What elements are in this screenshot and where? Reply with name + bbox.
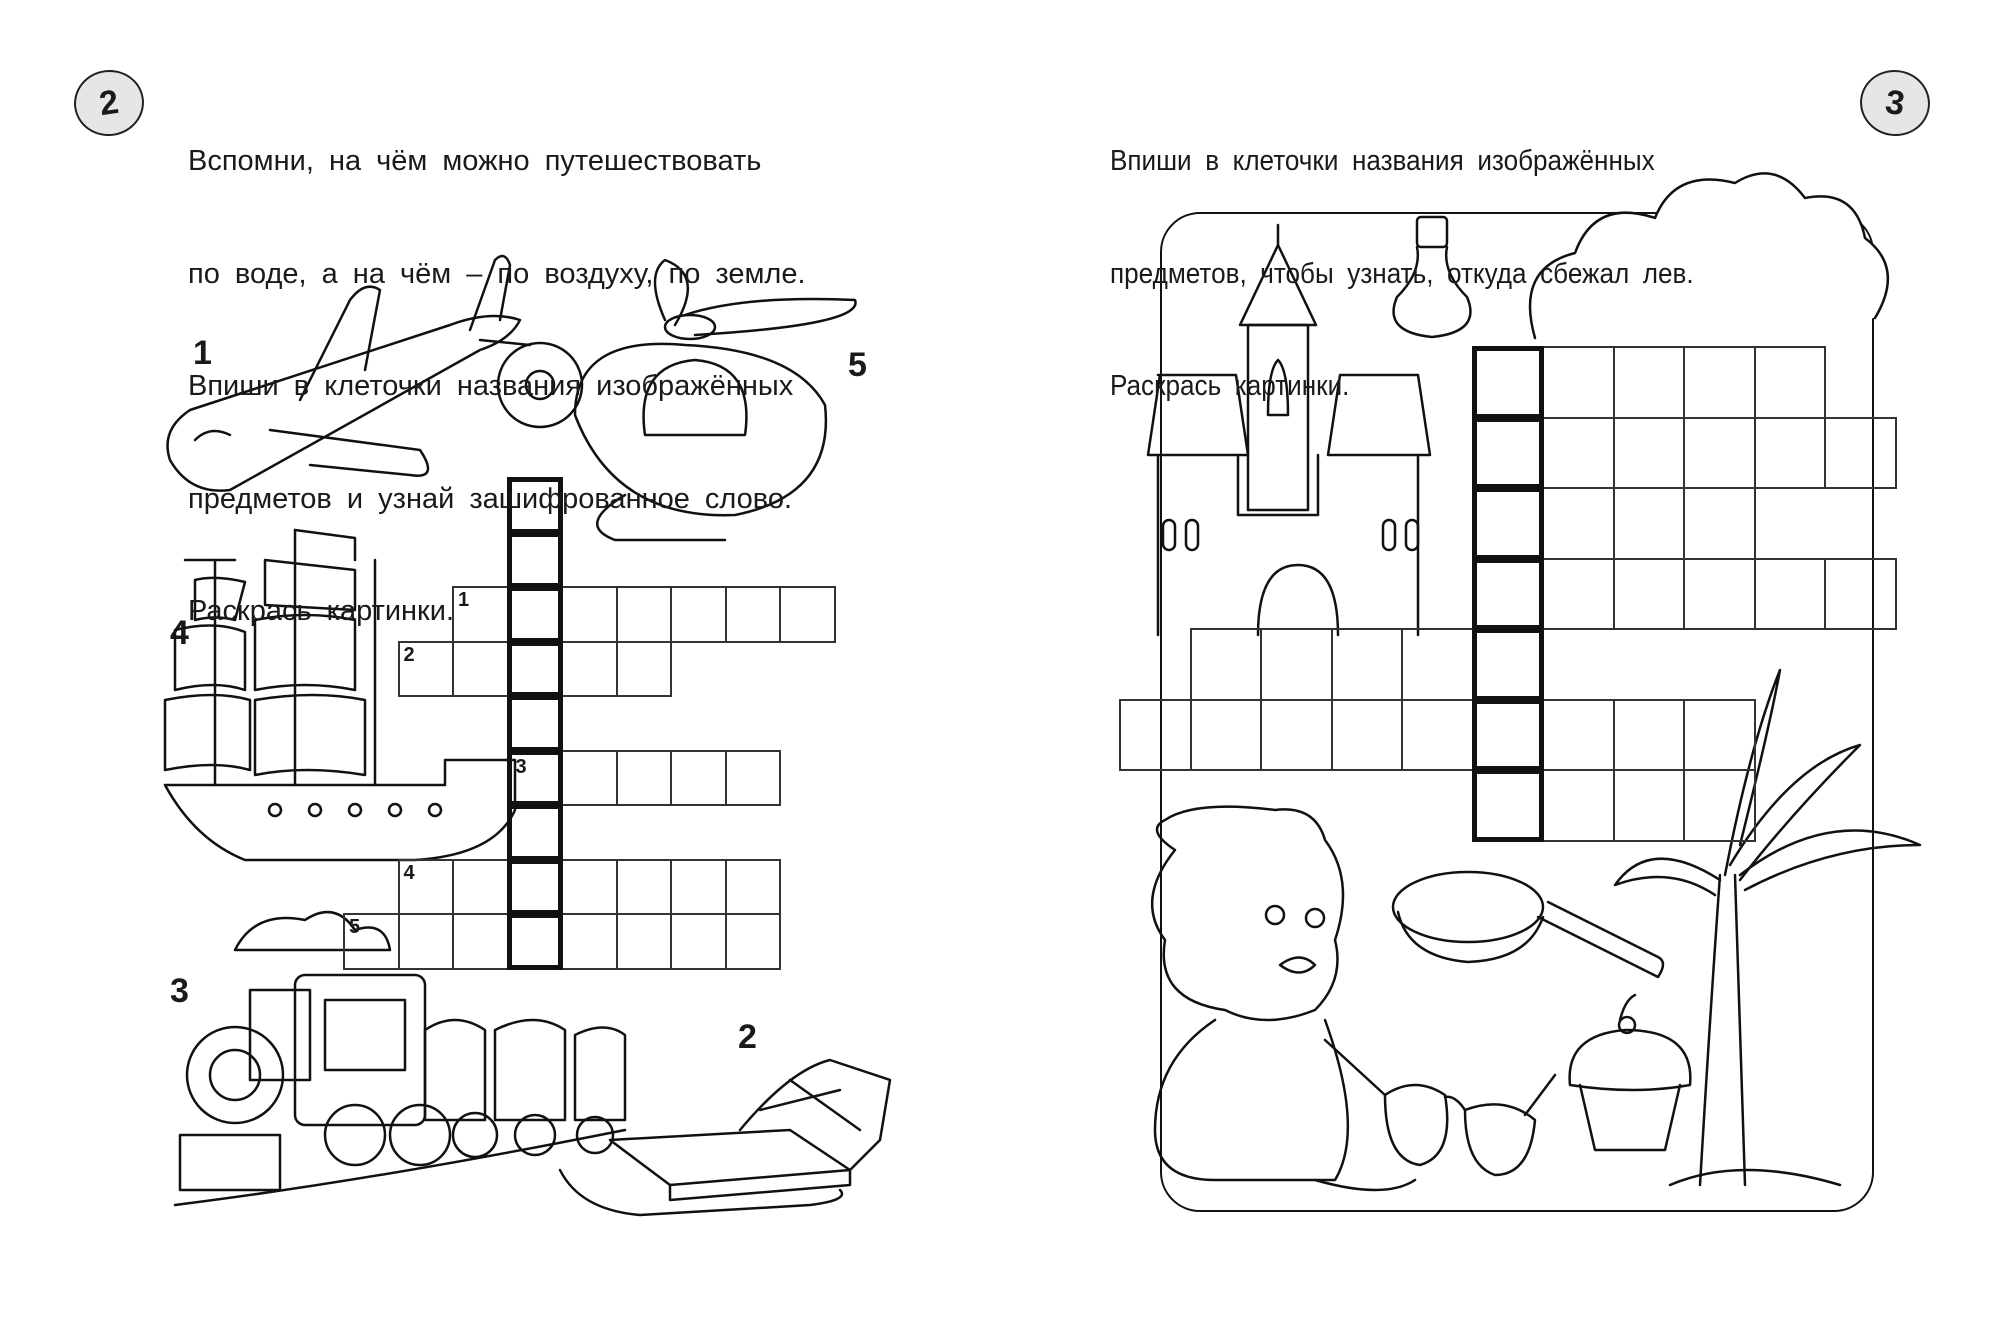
crossword-cell[interactable] <box>1260 698 1333 771</box>
crossword-cell[interactable] <box>1330 698 1403 771</box>
lion-illustration <box>1150 805 1417 1192</box>
crossword-cell[interactable] <box>1612 487 1685 560</box>
crossword-cell[interactable] <box>1753 416 1826 489</box>
crossword-cell[interactable] <box>724 913 781 970</box>
lightbulb-illustration <box>1392 215 1472 339</box>
crossword-key-cell[interactable]: 3 <box>506 749 563 806</box>
crossword-key-cell[interactable] <box>506 477 563 534</box>
crossword-key-cell[interactable] <box>1471 416 1544 489</box>
crossword-cell[interactable] <box>615 858 672 915</box>
crossword-cell[interactable] <box>670 913 727 970</box>
crossword-cell[interactable] <box>615 640 672 697</box>
clue-number: 5 <box>349 916 361 938</box>
crossword-cell[interactable] <box>1683 346 1756 419</box>
airplane-illustration <box>166 254 532 492</box>
crossword-key-cell[interactable] <box>1471 557 1544 630</box>
label-airplane: 1 <box>193 334 212 372</box>
cupcake-illustration <box>1568 993 1692 1152</box>
crossword-cell[interactable] <box>1119 698 1192 771</box>
crossword-key-cell[interactable] <box>1471 769 1544 842</box>
clue-number: 1 <box>458 589 470 611</box>
crossword-cell[interactable] <box>670 749 727 806</box>
crossword-cell[interactable] <box>1401 698 1474 771</box>
instruction-line: Раскрась картинки. <box>188 595 455 627</box>
crossword-cell[interactable] <box>615 913 672 970</box>
crossword-cell[interactable]: 4 <box>397 858 454 915</box>
crossword-cell[interactable] <box>1401 628 1474 701</box>
crossword-cell[interactable] <box>1330 628 1403 701</box>
crossword-cell[interactable] <box>1683 698 1756 771</box>
crossword-key-cell[interactable] <box>506 640 563 697</box>
instruction-line: Впиши в клеточки названия изображённых <box>1110 145 1655 177</box>
palm-tree-illustration <box>1613 668 1922 1187</box>
crossword-key-cell[interactable] <box>1471 346 1544 419</box>
crossword-cell[interactable] <box>724 749 781 806</box>
instruction-line: предметов, чтобы узнать, откуда сбежал л… <box>1110 257 1694 290</box>
task-number-badge-right: 3 <box>1855 65 1935 141</box>
crossword-cell[interactable] <box>561 913 618 970</box>
crossword-cell[interactable] <box>397 913 454 970</box>
sled-illustration <box>558 1058 892 1217</box>
crossword-cell[interactable] <box>1753 346 1826 419</box>
crossword-key-cell[interactable] <box>506 695 563 752</box>
frying-pan-illustration <box>1391 870 1665 979</box>
clue-number: 3 <box>515 755 527 778</box>
crossword-cell[interactable] <box>1683 769 1756 842</box>
instruction-line: Раскрась картинки. <box>1110 370 1350 402</box>
crossword-cell[interactable] <box>452 913 509 970</box>
instruction-line: предметов и узнай зашифрованное слово. <box>188 482 793 515</box>
sunglasses-illustration <box>1323 1038 1557 1177</box>
crossword-cell[interactable] <box>724 858 781 915</box>
picture-frame <box>1160 212 1874 1212</box>
clue-number: 2 <box>403 643 415 666</box>
crossword-cell[interactable] <box>1683 487 1756 560</box>
cloud-illustration <box>1528 172 1890 340</box>
crossword-cell[interactable] <box>1189 628 1262 701</box>
crossword-cell[interactable] <box>1542 769 1615 842</box>
crossword-cell[interactable] <box>1612 557 1685 630</box>
crossword-cell[interactable]: 5 <box>343 913 400 970</box>
crossword-cell[interactable] <box>1260 628 1333 701</box>
train-illustration <box>173 910 627 1207</box>
crossword-cell[interactable] <box>1542 557 1615 630</box>
crossword-cell[interactable] <box>1189 698 1262 771</box>
task-instructions-right: Впиши в клеточки названия изображённых п… <box>1110 68 1694 443</box>
crossword-cell[interactable] <box>615 749 672 806</box>
crossword-key-cell[interactable] <box>506 913 563 970</box>
crossword-cell[interactable] <box>1753 557 1826 630</box>
crossword-cell[interactable] <box>1824 416 1897 489</box>
crossword-key-cell[interactable] <box>506 586 563 643</box>
instruction-line: по воде, а на чём – по воздуху, по земле… <box>188 257 806 290</box>
crossword-cell[interactable] <box>1683 416 1756 489</box>
label-train: 3 <box>170 972 189 1010</box>
crossword-cell[interactable] <box>779 586 836 643</box>
label-sled: 2 <box>738 1018 757 1056</box>
crossword-cell[interactable] <box>1824 557 1897 630</box>
crossword-key-cell[interactable] <box>1471 698 1544 771</box>
crossword-cell[interactable] <box>1612 698 1685 771</box>
crossword-key-cell[interactable] <box>1471 628 1544 701</box>
helicopter-illustration <box>496 258 857 542</box>
crossword-cell[interactable] <box>1612 769 1685 842</box>
crossword-cell[interactable] <box>561 749 618 806</box>
crossword-key-cell[interactable] <box>506 531 563 588</box>
crossword-cell[interactable] <box>561 858 618 915</box>
crossword-cell[interactable] <box>1542 698 1615 771</box>
clue-number: 4 <box>403 861 415 884</box>
crossword-cell[interactable] <box>670 858 727 915</box>
crossword-cell[interactable] <box>1542 487 1615 560</box>
crossword-key-cell[interactable] <box>506 804 563 861</box>
task-instructions-left: Вспомни, на чём можно путешествовать по … <box>188 68 806 668</box>
task-number-badge-left: 2 <box>69 65 149 141</box>
crossword-cell[interactable] <box>452 858 509 915</box>
instruction-line: Впиши в клеточки названия изображённых <box>188 370 794 402</box>
crossword-key-cell[interactable] <box>1471 487 1544 560</box>
instruction-line: Вспомни, на чём можно путешествовать <box>188 145 762 177</box>
label-helicopter: 5 <box>848 346 867 384</box>
crossword-key-cell[interactable] <box>506 858 563 915</box>
castle-illustration <box>1146 223 1432 637</box>
ship-illustration <box>163 528 517 862</box>
crossword-cell[interactable] <box>1683 557 1756 630</box>
